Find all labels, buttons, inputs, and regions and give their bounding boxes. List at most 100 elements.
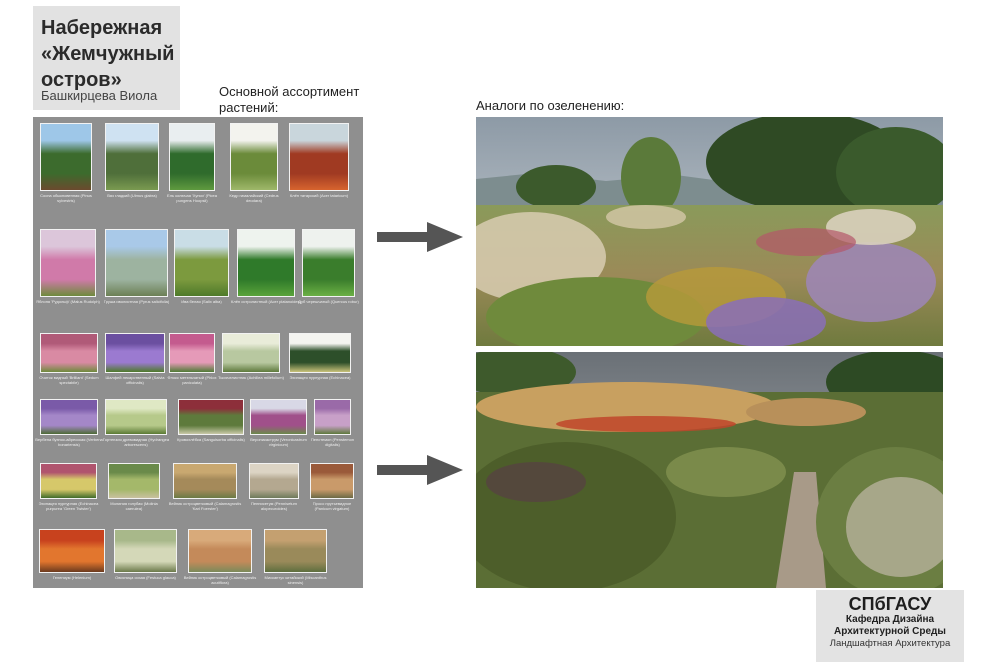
- plant-photo: [169, 123, 215, 191]
- plant-label: Груша иволистная (Pyrus salicifolia): [103, 299, 170, 304]
- plant-photo: [40, 123, 92, 191]
- department-line-2: Архитектурной Среды: [834, 626, 946, 637]
- author-name: Башкирцева Виола: [41, 88, 158, 103]
- plant-card: Вероникаструм (Veronicastrum virginicum): [250, 399, 307, 449]
- plant-card: Вяз гладкий (Ulmus glabra): [105, 123, 159, 205]
- plant-label: Овсяница сизая (Festuca glauca): [115, 575, 176, 580]
- plant-label: Тысячелистник (Achillea millefolium): [218, 375, 284, 380]
- plant-label: Молиния голубая (Molinia caerulea): [110, 501, 158, 511]
- plant-card: Флокс метельчатый (Phlox paniculata): [168, 333, 216, 387]
- plant-photo: [105, 333, 165, 373]
- analog-garden-photo: [476, 117, 943, 346]
- plant-photo: [314, 399, 351, 435]
- plant-label: Очиток видный 'Brilliant' (Sedum spectab…: [39, 375, 99, 385]
- plant-label: Ель колючая 'Хупси' (Picea pungens Hoops…: [167, 193, 217, 203]
- plant-label: Яблоня 'Рудольф' (Malus Rudolph): [36, 299, 100, 304]
- arrow-right-icon: [377, 222, 463, 252]
- plant-photo: [40, 333, 98, 373]
- plant-photo: [249, 463, 299, 499]
- plant-photo: [169, 333, 215, 373]
- plant-card: Сосна обыкновенная (Pinus sylvestris): [40, 123, 92, 205]
- plant-label: Кедр гималайский (Cedrus deodara): [229, 193, 279, 203]
- plant-photo: [114, 529, 177, 573]
- plant-card: Вейник остроцветковый (Calamagrostis 'Ka…: [169, 463, 241, 513]
- plant-photo: [40, 229, 96, 297]
- plant-card: Эхинацея пурпурная (Echinacea): [289, 333, 351, 387]
- plant-label: Гелениум (Helenium): [52, 575, 92, 580]
- plant-card: Груша иволистная (Pyrus salicifolia): [104, 229, 169, 311]
- plant-card: Кровохлёбка (Sanguisorba officinalis): [177, 399, 245, 449]
- plant-card: Пенстемон (Penstemon digitalis): [311, 399, 354, 449]
- plant-photo: [105, 123, 159, 191]
- plant-card: Дуб черешчатый (Quercus robur): [298, 229, 359, 311]
- department-line-1: Кафедра Дизайна: [845, 614, 935, 625]
- plant-label: Флокс метельчатый (Phlox paniculata): [167, 375, 217, 385]
- plant-label: Пеннисетум (Pennisetum alopecuroides): [251, 501, 297, 511]
- plant-photo: [302, 229, 355, 297]
- plant-card: Просо прутьевидное (Panicum virgatum): [310, 463, 354, 513]
- analog-garden-photo: [476, 352, 943, 588]
- plant-photo: [174, 229, 229, 297]
- plant-photo: [40, 399, 98, 435]
- arrow-right-icon: [377, 455, 463, 485]
- plant-card: Кедр гималайский (Cedrus deodara): [229, 123, 279, 205]
- plant-photo: [289, 123, 349, 191]
- project-title: Набережная «Жемчужный остров»: [41, 17, 175, 91]
- plant-card: Молиния голубая (Molinia caerulea): [108, 463, 160, 513]
- plant-card: Клён остролистный (Acer platanoides): [231, 229, 301, 311]
- plant-photo: [264, 529, 327, 573]
- plant-card: Яблоня 'Рудольф' (Malus Rudolph): [36, 229, 100, 311]
- plant-label: Вейник остроцветковый (Calamagrostis acu…: [183, 575, 257, 585]
- plant-photo: [237, 229, 295, 297]
- plant-photo: [39, 529, 105, 573]
- plant-photo: [173, 463, 237, 499]
- plant-card: Овсяница сизая (Festuca glauca): [114, 529, 177, 587]
- plant-card: Вейник остроцветковый (Calamagrostis acu…: [184, 529, 256, 587]
- plant-label: Эхинацея пурпурная (Echinacea): [289, 375, 351, 380]
- plant-photo: [222, 333, 280, 373]
- plant-card: Гелениум (Helenium): [39, 529, 105, 587]
- plant-label: Клён остролистный (Acer platanoides): [231, 299, 301, 304]
- plant-photo: [178, 399, 244, 435]
- plant-photo: [230, 123, 278, 191]
- plant-card: Эхинацея пурпурная (Echinacea purpurea '…: [39, 463, 98, 513]
- plant-label: Вероникаструм (Veronicastrum virginicum): [250, 437, 307, 447]
- plant-label: Клён татарский (Acer tataricum): [289, 193, 349, 198]
- plant-label: Сосна обыкновенная (Pinus sylvestris): [40, 193, 92, 203]
- plant-photo: [40, 463, 97, 499]
- plant-label: Гортензия древовидная (Hydrangea arbores…: [102, 437, 170, 447]
- plant-card: Пеннисетум (Pennisetum alopecuroides): [249, 463, 299, 513]
- plant-photo: [108, 463, 160, 499]
- plant-photo: [310, 463, 354, 499]
- plant-label: Ива белая (Salix alba): [181, 299, 222, 304]
- plant-card: Очиток видный 'Brilliant' (Sedum spectab…: [39, 333, 99, 387]
- plant-label: Дуб черешчатый (Quercus robur): [298, 299, 359, 304]
- plant-card: Ива белая (Salix alba): [174, 229, 229, 311]
- plant-label: Мискантус китайский (Miscanthus sinensis…: [264, 575, 327, 585]
- plant-label: Кровохлёбка (Sanguisorba officinalis): [177, 437, 245, 442]
- plant-card: Клён татарский (Acer tataricum): [289, 123, 349, 205]
- plant-photo: [250, 399, 307, 435]
- plant-card: Мискантус китайский (Miscanthus sinensis…: [264, 529, 327, 587]
- plant-label: Вейник остроцветковый (Calamagrostis 'Ka…: [168, 501, 242, 511]
- plant-label: Шалфей лекарственный (Salvia officinalis…: [105, 375, 165, 385]
- plant-photo: [289, 333, 351, 373]
- plant-photo: [188, 529, 252, 573]
- title-block: Набережная «Жемчужный остров» Башкирцева…: [33, 6, 180, 110]
- plant-card: Шалфей лекарственный (Salvia officinalis…: [105, 333, 165, 387]
- plant-label: Вербена буэнос-айресская (Verbena bonari…: [35, 437, 103, 447]
- institution-name: СПбГАСУ: [848, 594, 932, 614]
- plant-card: Тысячелистник (Achillea millefolium): [218, 333, 284, 387]
- analogs-heading: Аналоги по озеленению:: [476, 98, 625, 113]
- institution-block: СПбГАСУ Кафедра Дизайна Архитектурной Ср…: [816, 590, 964, 662]
- plant-label: Просо прутьевидное (Panicum virgatum): [312, 501, 352, 511]
- catalog-heading: Основной ассортимент растений:: [219, 84, 360, 115]
- plant-label: Эхинацея пурпурная (Echinacea purpurea '…: [38, 501, 99, 511]
- plant-label: Вяз гладкий (Ulmus glabra): [107, 193, 157, 198]
- plant-card: Ель колючая 'Хупси' (Picea pungens Hoops…: [167, 123, 217, 205]
- plant-photo: [105, 229, 168, 297]
- plant-card: Гортензия древовидная (Hydrangea arbores…: [103, 399, 169, 449]
- plant-catalog: Сосна обыкновенная (Pinus sylvestris) Вяз…: [33, 117, 363, 588]
- plant-photo: [105, 399, 167, 435]
- plant-card: Вербена буэнос-айресская (Verbena bonari…: [35, 399, 103, 449]
